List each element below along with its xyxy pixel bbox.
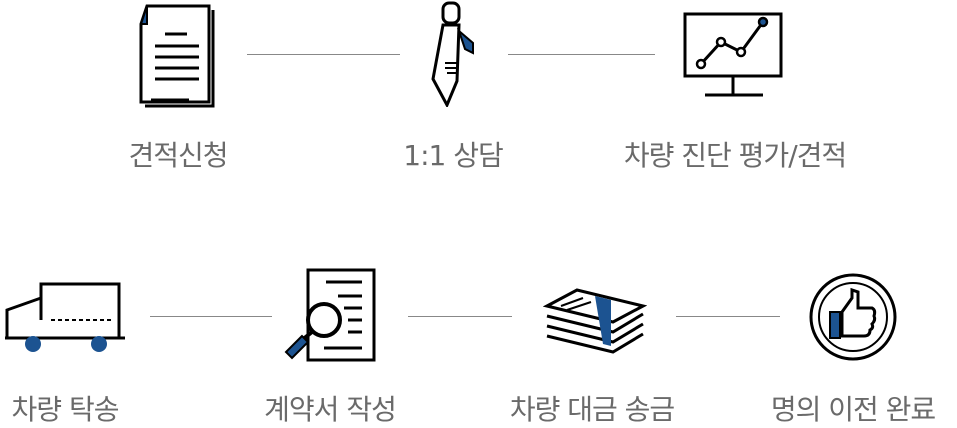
connector-line [508,54,655,55]
thumbs-up-icon [808,272,898,362]
step-label: 계약서 작성 [264,393,397,426]
step-label: 견적신청 [128,139,228,172]
truck-icon [3,280,127,354]
connector-line [408,316,512,317]
connector-line [247,54,400,55]
step-label: 차량 탁송 [11,393,120,426]
document-icon [133,2,217,108]
connector-line [676,316,780,317]
money-stack-icon [543,276,647,356]
connector-line [150,316,272,317]
step-label: 명의 이전 완료 [770,393,936,426]
tie-icon [425,1,481,107]
step-label: 1:1 상담 [403,139,503,172]
contract-magnifier-icon [278,268,382,364]
step-label: 차량 대금 송금 [509,393,675,426]
monitor-chart-icon [683,12,787,98]
step-label: 차량 진단 평가/견적 [623,139,847,172]
